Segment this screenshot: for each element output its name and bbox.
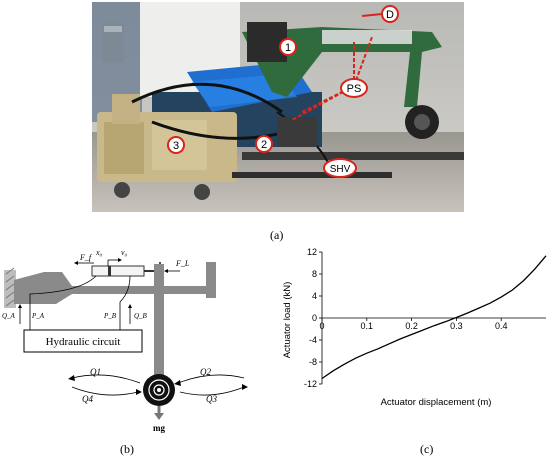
svg-text:D: D <box>386 9 394 21</box>
x0-label: x₀ <box>95 248 103 257</box>
x-tick-label: 0.1 <box>361 321 374 331</box>
q4-label: Q4 <box>82 394 93 404</box>
v0-label: v₀ <box>121 248 128 257</box>
photo-caption: (a) <box>270 228 284 242</box>
y-tick-label: -4 <box>309 335 317 345</box>
friction-force-label: F_f <box>79 253 93 262</box>
callout-3: 3 <box>167 136 185 154</box>
y-axis-label: Actuator load (kN) <box>282 282 293 359</box>
callout-ps: PS <box>340 78 368 98</box>
q2-label: Q2 <box>200 367 211 377</box>
x-axis-label: Actuator displacement (m) <box>381 397 492 408</box>
test-rig-photo: 1 2 3 D PS SHV <box>92 2 464 212</box>
callout-d: D <box>381 5 399 23</box>
svg-text:2: 2 <box>261 139 267 151</box>
svg-text:3: 3 <box>173 140 179 152</box>
chart-caption: (c) <box>420 442 434 456</box>
q1-label: Q1 <box>90 367 101 377</box>
y-tick-label: -8 <box>309 357 317 367</box>
callout-shv: SHV <box>323 158 357 178</box>
load-force-label: F_L <box>175 259 190 268</box>
qb-label: Q_B <box>134 312 148 320</box>
y-tick-label: -12 <box>304 379 317 389</box>
hydraulic-schematic: x₀ v₀ F_f F_L Q_A P_A P_B Q_B Hydraulic … <box>2 248 248 433</box>
load-curve-line <box>321 255 547 380</box>
callout-2: 2 <box>255 135 273 153</box>
svg-text:SHV: SHV <box>330 164 351 175</box>
schematic-caption: (b) <box>120 442 134 456</box>
hydraulic-circuit-label: Hydraulic circuit <box>46 336 121 348</box>
qa-label: Q_A <box>2 312 16 320</box>
y-tick-label: 4 <box>312 291 317 301</box>
y-tick-label: 12 <box>307 247 317 257</box>
x-tick-label: 0.4 <box>495 321 508 331</box>
x-tick-label: 0.2 <box>405 321 418 331</box>
vertical-arm <box>154 264 164 384</box>
y-tick-label: 0 <box>312 313 317 323</box>
q3-label: Q3 <box>206 394 217 404</box>
pb-label: P_B <box>103 312 117 320</box>
hydraulic-circuit-box <box>23 329 143 353</box>
svg-text:PS: PS <box>347 83 362 95</box>
mg-label: mg <box>153 423 165 433</box>
x-tick-label: 0 <box>319 321 324 331</box>
y-tick-label: 8 <box>312 269 317 279</box>
pa-label: P_A <box>31 312 45 320</box>
fixed-wall <box>4 270 16 308</box>
callout-1: 1 <box>279 38 297 56</box>
svg-text:1: 1 <box>285 42 291 54</box>
actuator-cylinder <box>91 265 145 277</box>
x-tick-label: 0.3 <box>450 321 463 331</box>
mounting-bracket <box>14 272 160 304</box>
